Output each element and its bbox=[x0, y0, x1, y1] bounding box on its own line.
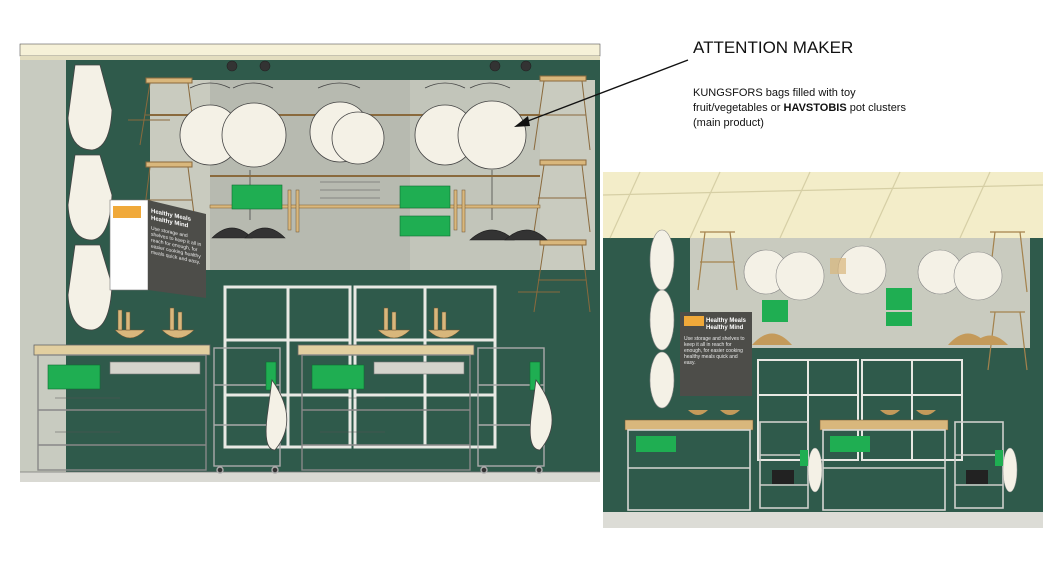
annotation-title: ATTENTION MAKER bbox=[693, 38, 854, 57]
elevation-drawing bbox=[19, 43, 601, 482]
kitchen-island-right bbox=[297, 344, 475, 471]
render-sign-body: Use storage and shelves to keep it all i… bbox=[684, 336, 745, 366]
annotation-description: KUNGSFORS bags filled with toy fruit/veg… bbox=[693, 86, 933, 131]
info-sign bbox=[109, 199, 206, 298]
render-sign-text-block: Healthy Meals Healthy Mind bbox=[706, 318, 750, 332]
kitchen-island-left bbox=[33, 344, 211, 471]
green-label-3 bbox=[399, 215, 451, 237]
wood-stool-stack-right bbox=[518, 75, 591, 313]
render-sign-title-line2: Healthy Mind bbox=[706, 325, 744, 331]
info-sign-orange-tag bbox=[113, 206, 141, 218]
trolley-right bbox=[477, 347, 553, 474]
wall-shelf bbox=[209, 175, 541, 237]
render-sign-title-line1: Healthy Meals bbox=[706, 318, 747, 324]
render-view bbox=[602, 171, 1044, 528]
pendant-lamps bbox=[211, 60, 548, 241]
bowls-and-utensils bbox=[114, 307, 461, 339]
annotation-text-after: pot clusters (main product) bbox=[693, 102, 906, 129]
wall-hung-bags bbox=[67, 64, 113, 331]
green-label-1 bbox=[231, 184, 283, 210]
annotation-text-before: KUNGSFORS bags filled with toy fruit/veg… bbox=[693, 87, 856, 114]
trolley-left bbox=[213, 347, 288, 474]
annotation-arrow bbox=[514, 59, 689, 127]
kungsfors-hanging-bags bbox=[179, 82, 527, 170]
render-sign-body-block: Use storage and shelves to keep it all i… bbox=[684, 336, 748, 366]
green-label-2 bbox=[399, 185, 451, 209]
annotation-product-name: HAVSTOBIS bbox=[783, 102, 847, 114]
